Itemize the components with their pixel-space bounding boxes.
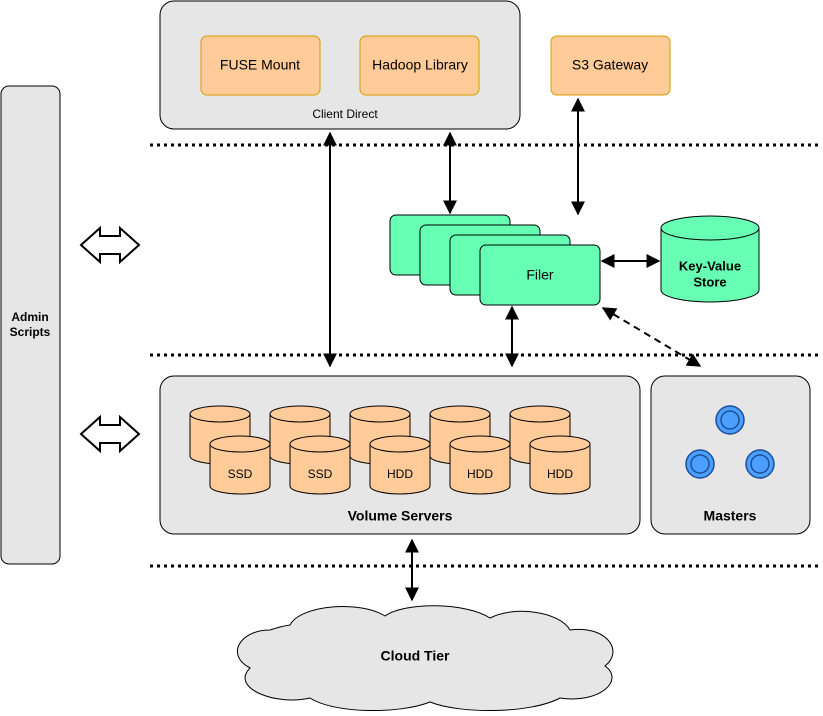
disk-label: SSD (228, 467, 253, 481)
hadoop-library-box (359, 35, 480, 96)
master-node-icon (715, 405, 745, 435)
double-arrow-icon (79, 225, 141, 265)
s3-gateway-label: S3 Gateway (572, 57, 648, 73)
disk-label: HDD (387, 467, 413, 481)
disk-label: HDD (467, 467, 493, 481)
admin-scripts-label-line2: Scripts (10, 325, 51, 339)
filer-label: Filer (526, 267, 554, 283)
filer-stack: Filer (389, 214, 601, 306)
fuse-mount-box (200, 35, 321, 96)
masters-label: Masters (704, 508, 757, 524)
masters-group: Masters (650, 375, 811, 535)
volume-servers-label: Volume Servers (348, 508, 453, 524)
disk-label: HDD (547, 467, 573, 481)
volume-servers-group: SSD SSD HDD HDD HDD Volume Servers (159, 375, 641, 535)
fuse-mount-label: FUSE Mount (220, 57, 300, 73)
disk-front-row (209, 435, 591, 495)
admin-scripts-label-line1: Admin (11, 310, 48, 324)
master-node-icon (685, 449, 715, 479)
client-direct-label: Client Direct (312, 107, 378, 121)
disk-label: SSD (308, 467, 333, 481)
client-direct-group: FUSE Mount Hadoop Library Client Direct (159, 0, 521, 130)
hadoop-library-label: Hadoop Library (372, 57, 468, 73)
master-node-icon (745, 449, 775, 479)
key-value-label-line2: Store (693, 274, 726, 289)
cloud-tier: Cloud Tier (237, 605, 614, 711)
cloud-tier-label: Cloud Tier (381, 648, 451, 664)
admin-scripts: Admin Scripts (0, 85, 61, 565)
connector-filer-masters (601, 307, 702, 367)
s3-gateway: S3 Gateway (550, 35, 671, 96)
connectors (323, 97, 702, 602)
double-arrow-icon (79, 414, 141, 454)
key-value-label-line1: Key-Value (679, 258, 741, 273)
filer-box (479, 244, 601, 306)
key-value-store: Key-Value Store (660, 215, 760, 303)
